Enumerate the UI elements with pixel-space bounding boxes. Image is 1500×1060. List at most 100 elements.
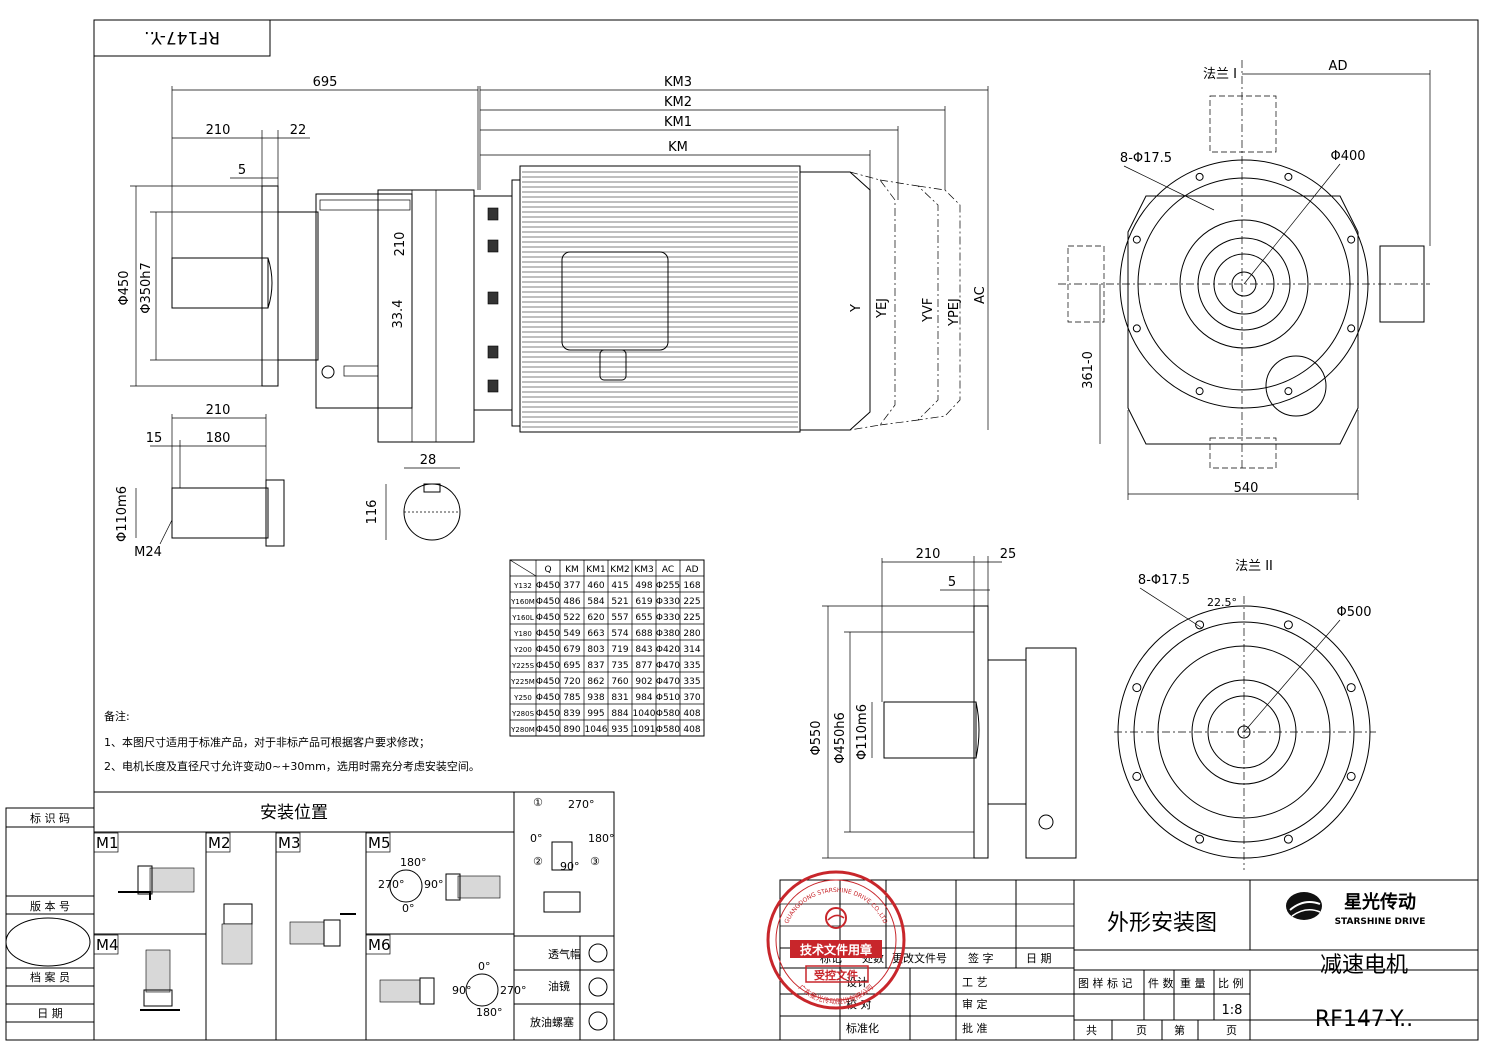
- dim-15: 15: [146, 431, 163, 446]
- table-cell: Φ510: [656, 693, 681, 703]
- tb-col-weight: 重 量: [1180, 976, 1206, 990]
- table-cell: 663: [587, 629, 604, 639]
- table-cell: 720: [563, 677, 580, 687]
- top-code-box: [93, 19, 271, 57]
- flange-side-view: 210 25 5 Φ550 Φ450h6 Φ110m6: [809, 547, 1077, 859]
- legend-circle-2: ②: [533, 855, 543, 868]
- table-cell: 877: [635, 661, 652, 671]
- dim-phi450h6: Φ450h6: [833, 712, 848, 764]
- brand-cn: 星光传动: [1344, 891, 1416, 913]
- shaft-detail: 210 180 15 Φ110m6 M24 28 116: [115, 403, 461, 560]
- table-cell: Φ450: [536, 581, 561, 591]
- table-cell: 377: [563, 581, 580, 591]
- table-cell: 314: [683, 645, 700, 655]
- label-ac: AC: [973, 286, 988, 304]
- archivist-label: 档 案 员: [30, 970, 70, 984]
- tb-col-scale: 比 例: [1218, 976, 1244, 990]
- table-cell: Y225S: [511, 662, 535, 670]
- table-cell: 803: [587, 645, 604, 655]
- table-cell: Y132: [513, 582, 532, 590]
- brand-en: STARSHINE DRIVE: [1335, 917, 1426, 927]
- table-cell: Φ450: [536, 597, 561, 607]
- tb-process: 工 艺: [962, 976, 988, 989]
- mounting-m3: M3: [278, 834, 301, 852]
- bolt-hole: [1283, 620, 1293, 630]
- dim-25: 25: [1000, 547, 1017, 562]
- tb-signature: 签 字: [968, 951, 994, 965]
- table-cell: Φ450: [536, 661, 561, 671]
- dim-210-top: 210: [206, 123, 231, 138]
- label-yvf: YVF: [921, 298, 936, 323]
- product-name: 减速电机: [1320, 953, 1408, 978]
- table-header-cell: AD: [685, 565, 698, 575]
- table-cell: Φ470: [656, 661, 681, 671]
- table-cell: 1091: [633, 725, 656, 735]
- table-cell: 620: [587, 613, 604, 623]
- m6-angle-270: 270°: [500, 984, 527, 997]
- title-block: 标记 处数 更改文件号 签 字 日 期 设计 工 艺 校 对 审 定 标准化 批…: [779, 879, 1479, 1041]
- tb-standard: 标准化: [846, 1021, 879, 1035]
- dim-km: KM: [668, 140, 688, 155]
- table-cell: Φ330: [656, 597, 681, 607]
- dim-phi110-flange: Φ110m6: [855, 704, 870, 760]
- table-cell: 584: [587, 597, 604, 607]
- breather-icon: [588, 943, 608, 963]
- tb-total: 共: [1086, 1024, 1097, 1037]
- dim-33-4: 33.4: [391, 300, 406, 329]
- m6-angle-180: 180°: [476, 1006, 503, 1019]
- bolt-hole: [1132, 324, 1141, 333]
- drain-plug-icon: [588, 1011, 608, 1031]
- dim-phi110-shaft: Φ110m6: [115, 486, 130, 542]
- table-cell: 831: [611, 693, 628, 703]
- table-cell: Φ380: [656, 629, 681, 639]
- table-header-cell: KM2: [610, 565, 629, 575]
- top-code-text: RF147-Y..: [144, 27, 220, 47]
- table-cell: 760: [611, 677, 628, 687]
- dim-phi350: Φ350h7: [139, 262, 154, 314]
- legend-angle-270: 270°: [568, 798, 595, 811]
- bolt-hole: [1195, 620, 1205, 630]
- dim-116: 116: [365, 500, 380, 525]
- table-cell: Y160L: [511, 614, 534, 622]
- table-cell: Φ420: [656, 645, 681, 655]
- table-cell: Φ580: [656, 725, 681, 735]
- mounting-m5: M5: [368, 834, 391, 852]
- table-cell: 619: [635, 597, 652, 607]
- bolt-hole: [1346, 771, 1356, 781]
- m6-angle-90: 90°: [452, 984, 472, 997]
- table-cell: 408: [683, 725, 700, 735]
- table-cell: 335: [683, 677, 700, 687]
- tb-approve: 批 准: [962, 1021, 988, 1035]
- table-cell: 370: [683, 693, 700, 703]
- table-frame: [509, 559, 705, 737]
- legend-circle-3: ③: [590, 855, 600, 868]
- tb-review: 审 定: [962, 997, 988, 1011]
- label-yej: YEJ: [875, 298, 890, 319]
- m5-angle-90: 90°: [424, 878, 444, 891]
- legend-breather: 透气帽: [548, 947, 581, 961]
- table-cell: 890: [563, 725, 580, 735]
- drawing-frame: [93, 19, 1479, 1041]
- output-shaft: [171, 257, 269, 309]
- legend-angle-0: 0°: [530, 832, 543, 845]
- table-cell: 995: [587, 709, 604, 719]
- table-cell: 862: [587, 677, 604, 687]
- dim-361: 361-0: [1081, 351, 1096, 389]
- table-cell: Φ450: [536, 693, 561, 703]
- table-cell: 695: [563, 661, 580, 671]
- table-cell: 225: [683, 597, 700, 607]
- notes-heading: 备注:: [104, 709, 130, 723]
- table-cell: 1040: [633, 709, 656, 719]
- dim-phi450: Φ450: [117, 270, 132, 305]
- table-cell: 837: [587, 661, 604, 671]
- table-cell: 938: [587, 693, 604, 703]
- table-header-cell: AC: [662, 565, 674, 575]
- table-cell: 522: [563, 613, 580, 623]
- dim-210-shaft: 210: [206, 403, 231, 418]
- mounting-title: 安装位置: [260, 803, 328, 823]
- table-cell: Φ450: [536, 725, 561, 735]
- dim-22: 22: [290, 123, 307, 138]
- dim-km2: KM2: [664, 95, 692, 110]
- table-cell: Φ450: [536, 645, 561, 655]
